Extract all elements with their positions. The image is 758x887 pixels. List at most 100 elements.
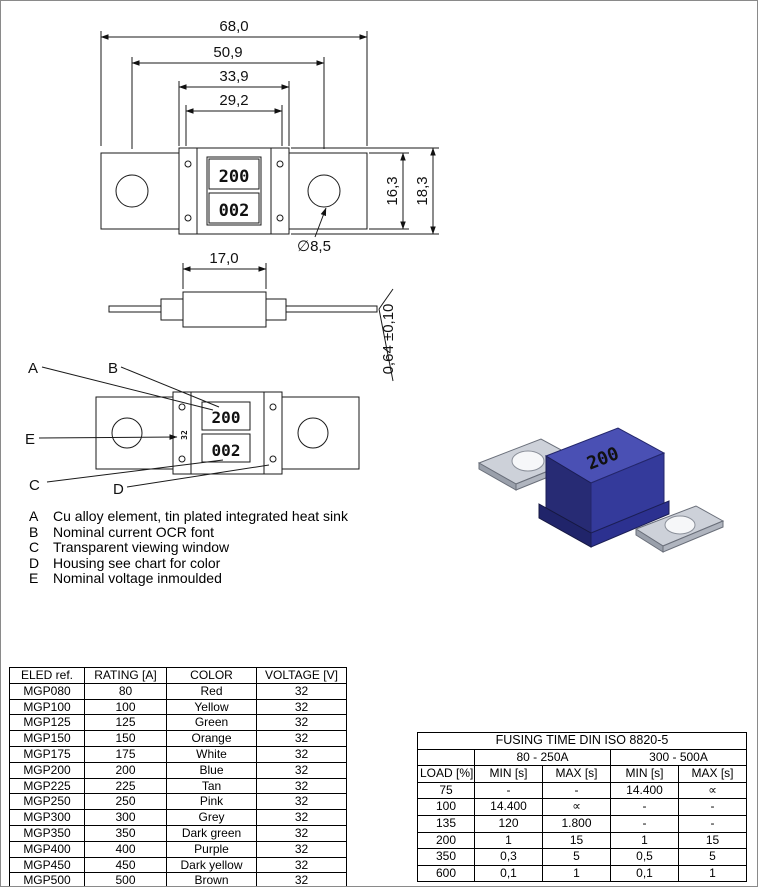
fusing-time-table: FUSING TIME DIN ISO 8820-5 80 - 250A 300… (417, 732, 747, 883)
cell-min-a: 0,3 (474, 848, 543, 866)
front-view: 200 002 (100, 147, 368, 235)
cell-ref: MGP100 (9, 698, 85, 716)
cell-color: Yellow (166, 698, 257, 716)
cell-voltage: 32 (256, 698, 347, 716)
callout-letter-d: D (113, 481, 124, 498)
dim-label-17: 17,0 (209, 250, 238, 267)
cell-ref: MGP125 (9, 714, 85, 732)
cell-rating: 350 (84, 824, 167, 842)
dimension-hole-span: 50,9 (131, 44, 325, 149)
legend-text: Transparent viewing window (53, 539, 230, 556)
cell-voltage: 32 (256, 745, 347, 763)
cell-ref: MGP350 (9, 824, 85, 842)
cell-min-a: 120 (474, 814, 543, 833)
fusing-header-row: LOAD [%] MIN [s] MAX [s] MIN [s] MAX [s] (417, 765, 747, 783)
cell-min-b: - (610, 814, 679, 833)
current-marking-inverted: 002 (212, 441, 241, 460)
cell-rating: 150 (84, 730, 167, 747)
cell-rating: 125 (84, 714, 167, 732)
render-3d: 200 (477, 427, 725, 553)
current-marking: 200 (219, 167, 250, 187)
cell-color: Red (166, 682, 257, 700)
cell-color: Pink (166, 793, 257, 811)
cell-max-b: 15 (678, 831, 747, 850)
cell-min-a: 1 (474, 831, 543, 850)
cell-ref: MGP500 (9, 872, 85, 886)
cell-load: 135 (417, 814, 475, 833)
side-view (108, 291, 378, 328)
dimension-side-width: 17,0 (182, 250, 267, 289)
fusing-table-title: FUSING TIME DIN ISO 8820-5 (417, 732, 747, 750)
legend-letter: B (29, 523, 39, 540)
voltage-inmoulded: 32 (180, 430, 189, 440)
legend-text: Nominal current OCR font (53, 523, 215, 540)
legend-text: Cu alloy element, tin plated integrated … (53, 508, 348, 524)
cell-voltage: 32 (256, 809, 347, 826)
cell-ref: MGP250 (9, 793, 85, 811)
cell-color: Dark green (166, 824, 257, 842)
group-header-80-250: 80 - 250A (474, 748, 611, 767)
cell-color: Dark yellow (166, 856, 257, 874)
render-left-hole (511, 450, 545, 472)
cell-color: Brown (166, 872, 257, 886)
dim-label-thickness: 0,64 ±0,10 (380, 304, 397, 375)
cell-voltage: 32 (256, 682, 347, 700)
legend-letter: D (29, 554, 40, 571)
dim-label-29-2: 29,2 (219, 92, 248, 109)
cell-voltage: 32 (256, 840, 347, 858)
cell-min-b: 1 (610, 831, 679, 850)
housing-profile-center (182, 291, 267, 328)
cell-max-a: 5 (542, 848, 611, 866)
dim-label-16-3: 16,3 (384, 176, 401, 205)
cell-min-b: 0,5 (610, 848, 679, 866)
cell-color: White (166, 745, 257, 763)
cell-ref: MGP150 (9, 730, 85, 747)
legend-item-c: C Transparent viewing window (29, 540, 348, 556)
col-header-max-a: MAX [s] (542, 765, 611, 783)
dimension-thickness: 0,64 ±0,10 (378, 288, 397, 382)
cell-load: 75 (417, 781, 475, 800)
cell-rating: 500 (84, 872, 167, 886)
cell-max-a: ∝ (542, 798, 611, 816)
current-marking: 200 (212, 408, 241, 427)
parts-header-row: ELED ref. RATING [A] COLOR VOLTAGE [V] (9, 667, 347, 684)
dimension-terminal-height: 16,3 (369, 152, 409, 230)
viewing-window (206, 156, 262, 226)
cell-max-b: ∝ (678, 781, 747, 800)
cell-color: Grey (166, 809, 257, 826)
col-header-min-a: MIN [s] (474, 765, 543, 783)
cell-voltage: 32 (256, 730, 347, 747)
col-header-voltage: VOLTAGE [V] (256, 667, 347, 684)
col-header-rating: RATING [A] (84, 667, 167, 684)
cell-voltage: 32 (256, 872, 347, 886)
dimension-housing-width: 33,9 (178, 68, 290, 146)
legend-item-d: D Housing see chart for color (29, 554, 348, 572)
cell-color: Purple (166, 840, 257, 858)
col-header-load: LOAD [%] (417, 765, 475, 783)
group-header-300-500: 300 - 500A (610, 748, 747, 767)
callout-view: 200 002 32 (95, 391, 360, 475)
cell-ref: MGP200 (9, 761, 85, 779)
callout-letter-a: A (28, 360, 38, 377)
cell-voltage: 32 (256, 856, 347, 874)
cell-rating: 80 (84, 682, 167, 700)
cell-min-a: - (474, 781, 543, 800)
callout-letter-b: B (108, 360, 118, 377)
cell-max-a: - (542, 781, 611, 800)
cell-max-b: 1 (678, 864, 747, 883)
legend-letter: E (29, 570, 39, 587)
legend-text: Nominal voltage inmoulded (53, 570, 222, 587)
cell-max-a: 1 (542, 864, 611, 883)
dimension-overall-width: 68,0 (100, 18, 368, 146)
